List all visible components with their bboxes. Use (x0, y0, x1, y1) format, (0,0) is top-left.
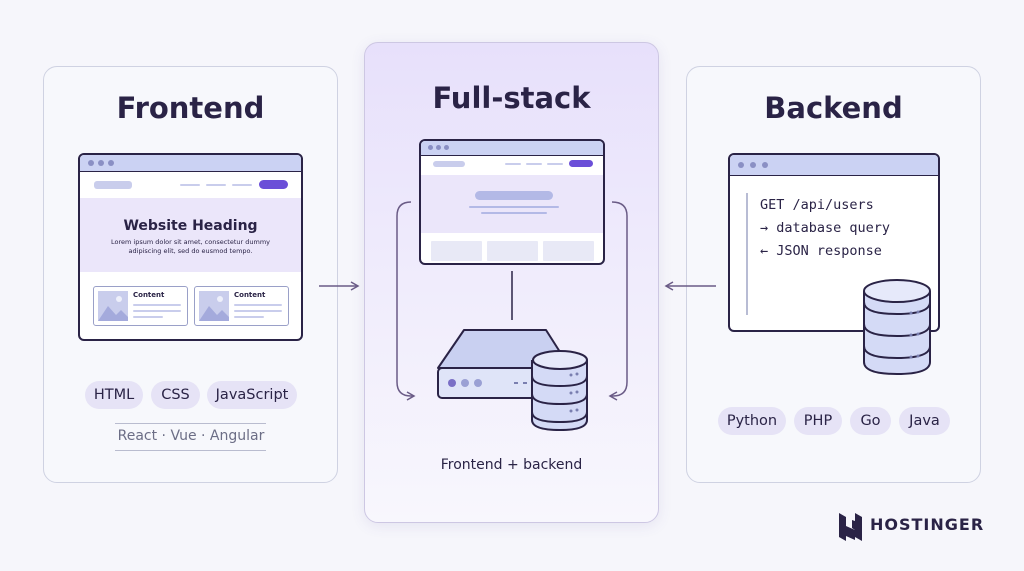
nav-cta-button (569, 160, 593, 167)
hero-heading-placeholder (475, 191, 553, 200)
tag-php: PHP (794, 407, 842, 435)
window-dot-icon (428, 145, 433, 150)
window-dot-icon (108, 160, 114, 166)
text-line (234, 304, 282, 306)
database-icon (863, 279, 931, 376)
hero-heading: Website Heading (123, 218, 258, 234)
website-mockup: Website Heading Lorem ipsum dolor sit am… (78, 153, 303, 341)
database-icon (531, 350, 588, 432)
browser-bar (421, 141, 603, 156)
window-dot-icon (762, 162, 768, 168)
text-line (133, 316, 163, 318)
text-line (469, 206, 559, 208)
code-line: → database query (760, 220, 891, 236)
content-card: Content (93, 286, 188, 326)
hostinger-h-logo-icon (839, 513, 862, 541)
window-dot-icon (444, 145, 449, 150)
nav-cta-button (259, 180, 288, 189)
text-line (234, 310, 282, 312)
fullstack-caption: Frontend + backend (440, 457, 583, 473)
nav-link (526, 163, 542, 165)
backend-title: Backend (764, 91, 903, 125)
tag-python: Python (718, 407, 786, 435)
text-line (133, 310, 181, 312)
tag-html: HTML (85, 381, 143, 409)
logo-placeholder (433, 161, 465, 167)
backend-panel: Backend GET /api/users → database query … (686, 66, 981, 483)
hero-section (421, 175, 603, 233)
code-line: GET /api/users (760, 197, 874, 213)
nav-link (206, 184, 226, 186)
window-dot-icon (436, 145, 441, 150)
content-card: Content (194, 286, 289, 326)
window-dot-icon (98, 160, 104, 166)
text-line (481, 212, 547, 214)
content-block (543, 241, 594, 261)
text-line (234, 316, 264, 318)
frontend-title: Frontend (116, 91, 265, 125)
server-icon (437, 329, 561, 399)
fullstack-title: Full-stack (432, 81, 591, 115)
tag-javascript: JavaScript (207, 381, 297, 409)
frameworks-text: React · Vue · Angular (117, 428, 265, 444)
nav-link (232, 184, 252, 186)
card-label: Content (234, 291, 266, 299)
tag-java: Java (899, 407, 950, 435)
window-dot-icon (88, 160, 94, 166)
nav-link (505, 163, 521, 165)
card-label: Content (133, 291, 165, 299)
window-dot-icon (738, 162, 744, 168)
nav-link (180, 184, 200, 186)
logo-placeholder (94, 181, 132, 189)
terminal-bar (730, 155, 938, 176)
hero-section: Website Heading Lorem ipsum dolor sit am… (80, 198, 301, 272)
hero-subtext: adipiscing elit, sed do eusmod tempo. (128, 247, 253, 255)
image-icon (98, 291, 128, 321)
browser-bar (80, 155, 301, 172)
image-icon (199, 291, 229, 321)
hero-subtext: Lorem ipsum dolor sit amet, consectetur … (110, 238, 270, 246)
code-gutter (746, 193, 748, 315)
nav-link (547, 163, 563, 165)
tag-css: CSS (151, 381, 200, 409)
divider (115, 450, 266, 451)
loop-arrow-left-icon (396, 201, 416, 401)
divider (115, 423, 266, 424)
frontend-panel: Frontend Website Heading Lorem ipsum dol… (43, 66, 338, 483)
text-line (133, 304, 181, 306)
tag-go: Go (850, 407, 891, 435)
fullstack-panel: Full-stack Frontend + backend (364, 42, 659, 523)
loop-arrow-right-icon (608, 201, 628, 401)
content-block (487, 241, 538, 261)
brand-name: HOSTINGER (870, 515, 985, 534)
code-line: ← JSON response (760, 243, 882, 259)
content-block (431, 241, 482, 261)
website-mockup-small (419, 139, 605, 265)
window-dot-icon (750, 162, 756, 168)
